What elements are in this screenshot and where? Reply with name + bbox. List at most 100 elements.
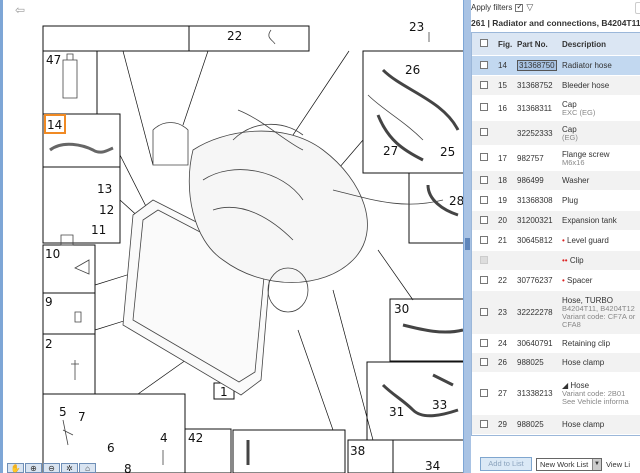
part-number[interactable]: 988025	[517, 358, 544, 367]
callout-1[interactable]: 1	[220, 385, 228, 399]
callout-4[interactable]: 4	[160, 431, 168, 445]
apply-filters-label: Apply filters	[471, 3, 513, 12]
callout-14[interactable]: 14	[47, 118, 62, 132]
table-row[interactable]: 21 30645812 • Level guard	[472, 231, 640, 251]
callout-6[interactable]: 6	[107, 441, 115, 455]
callout-12[interactable]: 12	[99, 203, 114, 217]
callout-2[interactable]: 2	[45, 337, 53, 351]
callout-8[interactable]: 8	[124, 462, 132, 473]
row-checkbox[interactable]	[480, 153, 488, 161]
part-number[interactable]: 31368752	[517, 81, 553, 90]
row-checkbox[interactable]	[480, 175, 488, 184]
table-row[interactable]: 32252333 Cap(EG)	[472, 121, 640, 146]
callout-33[interactable]: 33	[432, 398, 447, 412]
part-number[interactable]: 31338213	[517, 389, 553, 398]
table-row[interactable]: 19 31368308 Plug	[472, 191, 640, 211]
row-checkbox[interactable]	[480, 419, 488, 428]
apply-filters-checkbox[interactable]	[515, 2, 524, 12]
select-all-checkbox[interactable]	[480, 39, 488, 47]
description: Plug	[562, 196, 579, 205]
part-number[interactable]: 30776237	[517, 276, 553, 285]
callout-7[interactable]: 7	[78, 410, 86, 424]
row-checkbox[interactable]	[480, 215, 488, 224]
back-arrow-icon[interactable]: ⇦	[15, 3, 26, 17]
callout-27[interactable]: 27	[383, 144, 398, 158]
callout-42[interactable]: 42	[188, 431, 203, 445]
row-checkbox[interactable]	[480, 103, 488, 111]
table-row[interactable]: 14 31368750 Radiator hose	[472, 56, 640, 76]
callout-31[interactable]: 31	[389, 405, 404, 419]
row-checkbox[interactable]	[480, 235, 488, 244]
callout-9[interactable]: 9	[45, 295, 53, 309]
callout-28[interactable]: 28	[449, 194, 464, 208]
callout-34[interactable]: 34	[425, 459, 440, 473]
callout-30[interactable]: 30	[394, 302, 409, 316]
part-number[interactable]: 30640791	[517, 339, 553, 348]
row-checkbox[interactable]	[480, 60, 488, 69]
part-number[interactable]: 986499	[517, 176, 544, 185]
row-checkbox[interactable]	[480, 195, 488, 204]
part-number[interactable]: 31368308	[517, 196, 553, 205]
fig-number: 27	[498, 389, 507, 398]
part-number[interactable]: 988025	[517, 420, 544, 429]
fig-number: 19	[498, 196, 507, 205]
callout-26[interactable]: 26	[405, 63, 420, 77]
callout-25[interactable]: 25	[440, 145, 455, 159]
chevron-down-icon[interactable]: ▼	[592, 458, 601, 470]
zoom-out-icon[interactable]: ⊖	[43, 463, 60, 473]
row-checkbox[interactable]	[480, 128, 488, 136]
table-row[interactable]: 24 30640791 Retaining clip	[472, 335, 640, 353]
callout-23[interactable]: 23	[409, 20, 424, 34]
part-number[interactable]: 32222278	[517, 308, 553, 317]
search-input[interactable]	[635, 2, 640, 14]
part-number[interactable]: 982757	[517, 153, 544, 163]
part-number[interactable]: 31368750	[517, 60, 557, 71]
callout-13[interactable]: 13	[97, 182, 112, 196]
apply-filters: Apply filters ▽	[471, 2, 533, 13]
zoom-in-icon[interactable]: ⊕	[25, 463, 42, 473]
work-list-select[interactable]: New Work List▼	[536, 457, 602, 471]
table-row[interactable]: 18 986499 Washer	[472, 171, 640, 191]
callout-11[interactable]: 11	[91, 223, 106, 237]
view-list-link[interactable]: View Li	[606, 459, 631, 469]
table-row[interactable]: 29 988025 Hose clamp	[472, 415, 640, 435]
row-checkbox[interactable]	[480, 357, 488, 366]
collapse-handle[interactable]	[465, 238, 470, 250]
table-row[interactable]: 22 30776237 • Spacer	[472, 271, 640, 291]
fit-icon[interactable]: ✲	[61, 463, 78, 473]
col-description[interactable]: Description	[562, 39, 607, 49]
callout-22[interactable]: 22	[227, 29, 242, 43]
parts-diagram[interactable]: ⇦	[0, 0, 466, 473]
row-checkbox[interactable]	[480, 275, 488, 284]
row-checkbox[interactable]	[480, 307, 488, 316]
part-number[interactable]: 31200321	[517, 216, 553, 225]
table-row[interactable]: 15 31368752 Bleeder hose	[472, 76, 640, 96]
part-number[interactable]: 32252333	[517, 128, 553, 138]
callout-5[interactable]: 5	[59, 405, 67, 419]
row-checkbox[interactable]	[480, 80, 488, 89]
fig-number: 18	[498, 176, 507, 185]
callout-10[interactable]: 10	[45, 247, 60, 261]
part-number[interactable]: 31368311	[517, 103, 552, 113]
callout-38[interactable]: 38	[350, 444, 365, 458]
col-fig[interactable]: Fig.	[498, 39, 513, 49]
add-to-list-button[interactable]: Add to List	[480, 457, 532, 471]
row-checkbox[interactable]	[480, 338, 488, 347]
table-row[interactable]: •• Clip	[472, 251, 640, 271]
pan-icon[interactable]: ✋	[7, 463, 24, 473]
description: •• Clip	[562, 256, 584, 265]
parts-list-panel: Apply filters ▽ 261 | Radiator and conne…	[471, 0, 640, 473]
callout-47[interactable]: 47	[46, 53, 61, 67]
panel-splitter[interactable]	[463, 0, 471, 473]
part-number[interactable]: 30645812	[517, 236, 553, 245]
home-icon[interactable]: ⌂	[79, 463, 96, 473]
table-row[interactable]: 20 31200321 Expansion tank	[472, 211, 640, 231]
row-checkbox[interactable]	[480, 388, 488, 397]
filter-icon[interactable]: ▽	[526, 2, 534, 12]
col-part-no[interactable]: Part No.	[517, 39, 548, 49]
table-row[interactable]: 26 988025 Hose clamp	[472, 353, 640, 373]
